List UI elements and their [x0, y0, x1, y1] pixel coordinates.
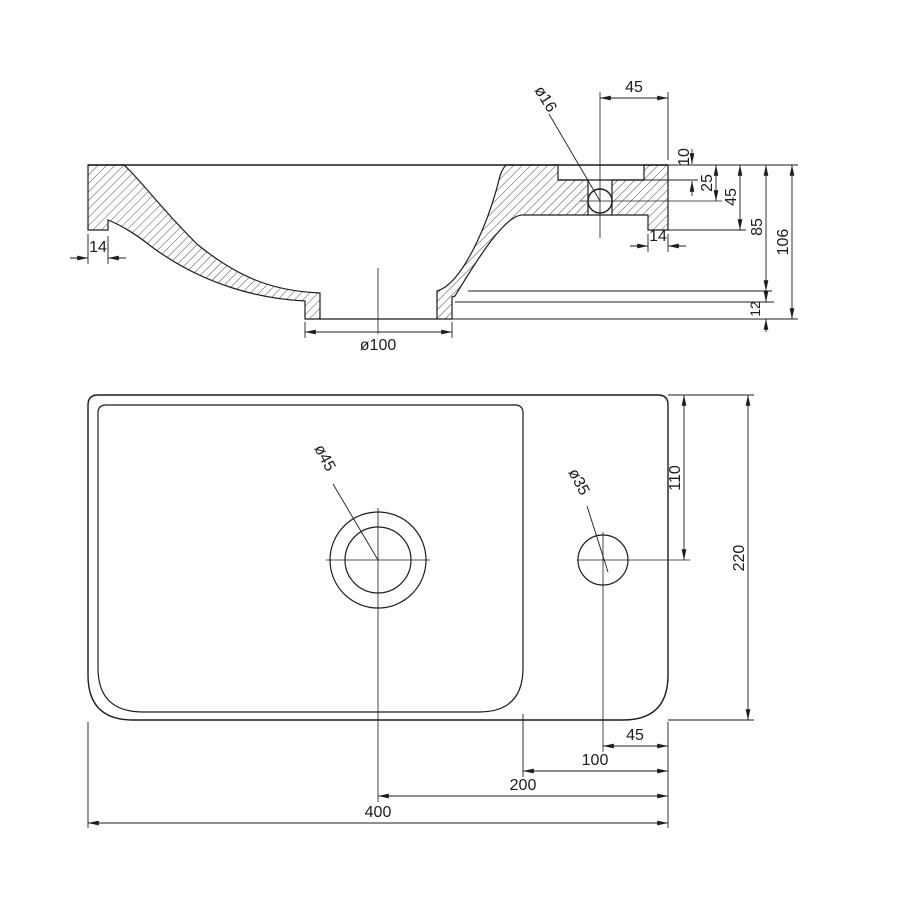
dim-label-section-45-top: 45	[625, 79, 643, 96]
dia16-leader-line	[548, 113, 601, 202]
dim-label-85: 85	[749, 218, 766, 236]
dim-label-106: 106	[775, 229, 792, 256]
dim-label-dia16: ø16	[531, 83, 560, 115]
section-view: 45 ø16 10 25 45 85 106 12 14 14 ø100	[70, 79, 798, 354]
dim-label-45-right: 45	[723, 188, 740, 206]
basin-inner-outline	[97, 404, 524, 713]
section-dimension-lines	[70, 95, 795, 335]
dim-label-110: 110	[667, 465, 684, 491]
dim-label-200: 200	[510, 777, 537, 794]
section-right-shell-hatch	[436, 164, 589, 320]
dim-label-400: 400	[365, 804, 392, 821]
dim-label-dia100: ø100	[360, 337, 397, 354]
basin-outer-outline	[87, 394, 669, 721]
dim-label-220: 220	[731, 545, 748, 572]
dia35-leader-line	[586, 505, 609, 573]
dia45-leader-line	[332, 483, 379, 561]
dim-label-12: 12	[747, 301, 763, 317]
dim-label-14-right: 14	[649, 228, 667, 245]
section-right-apron-hatch	[611, 164, 669, 231]
dim-label-dia45: ø45	[310, 442, 338, 474]
dim-label-10: 10	[676, 148, 693, 166]
section-left-wall-hatch	[87, 164, 321, 320]
dim-label-25: 25	[699, 174, 716, 192]
section-centerlines	[377, 92, 722, 334]
dim-label-45-plan: 45	[626, 727, 644, 744]
plan-centerlines	[326, 508, 690, 802]
dim-label-dia35: ø35	[564, 466, 592, 498]
dim-label-100: 100	[582, 752, 609, 769]
section-extension-lines	[87, 92, 798, 338]
plan-dimension-lines	[88, 395, 751, 826]
plan-extension-lines	[87, 394, 754, 828]
dim-label-14-left: 14	[89, 239, 107, 256]
plan-view: ø45 ø35 110 220 45 100 200 400	[87, 394, 754, 828]
